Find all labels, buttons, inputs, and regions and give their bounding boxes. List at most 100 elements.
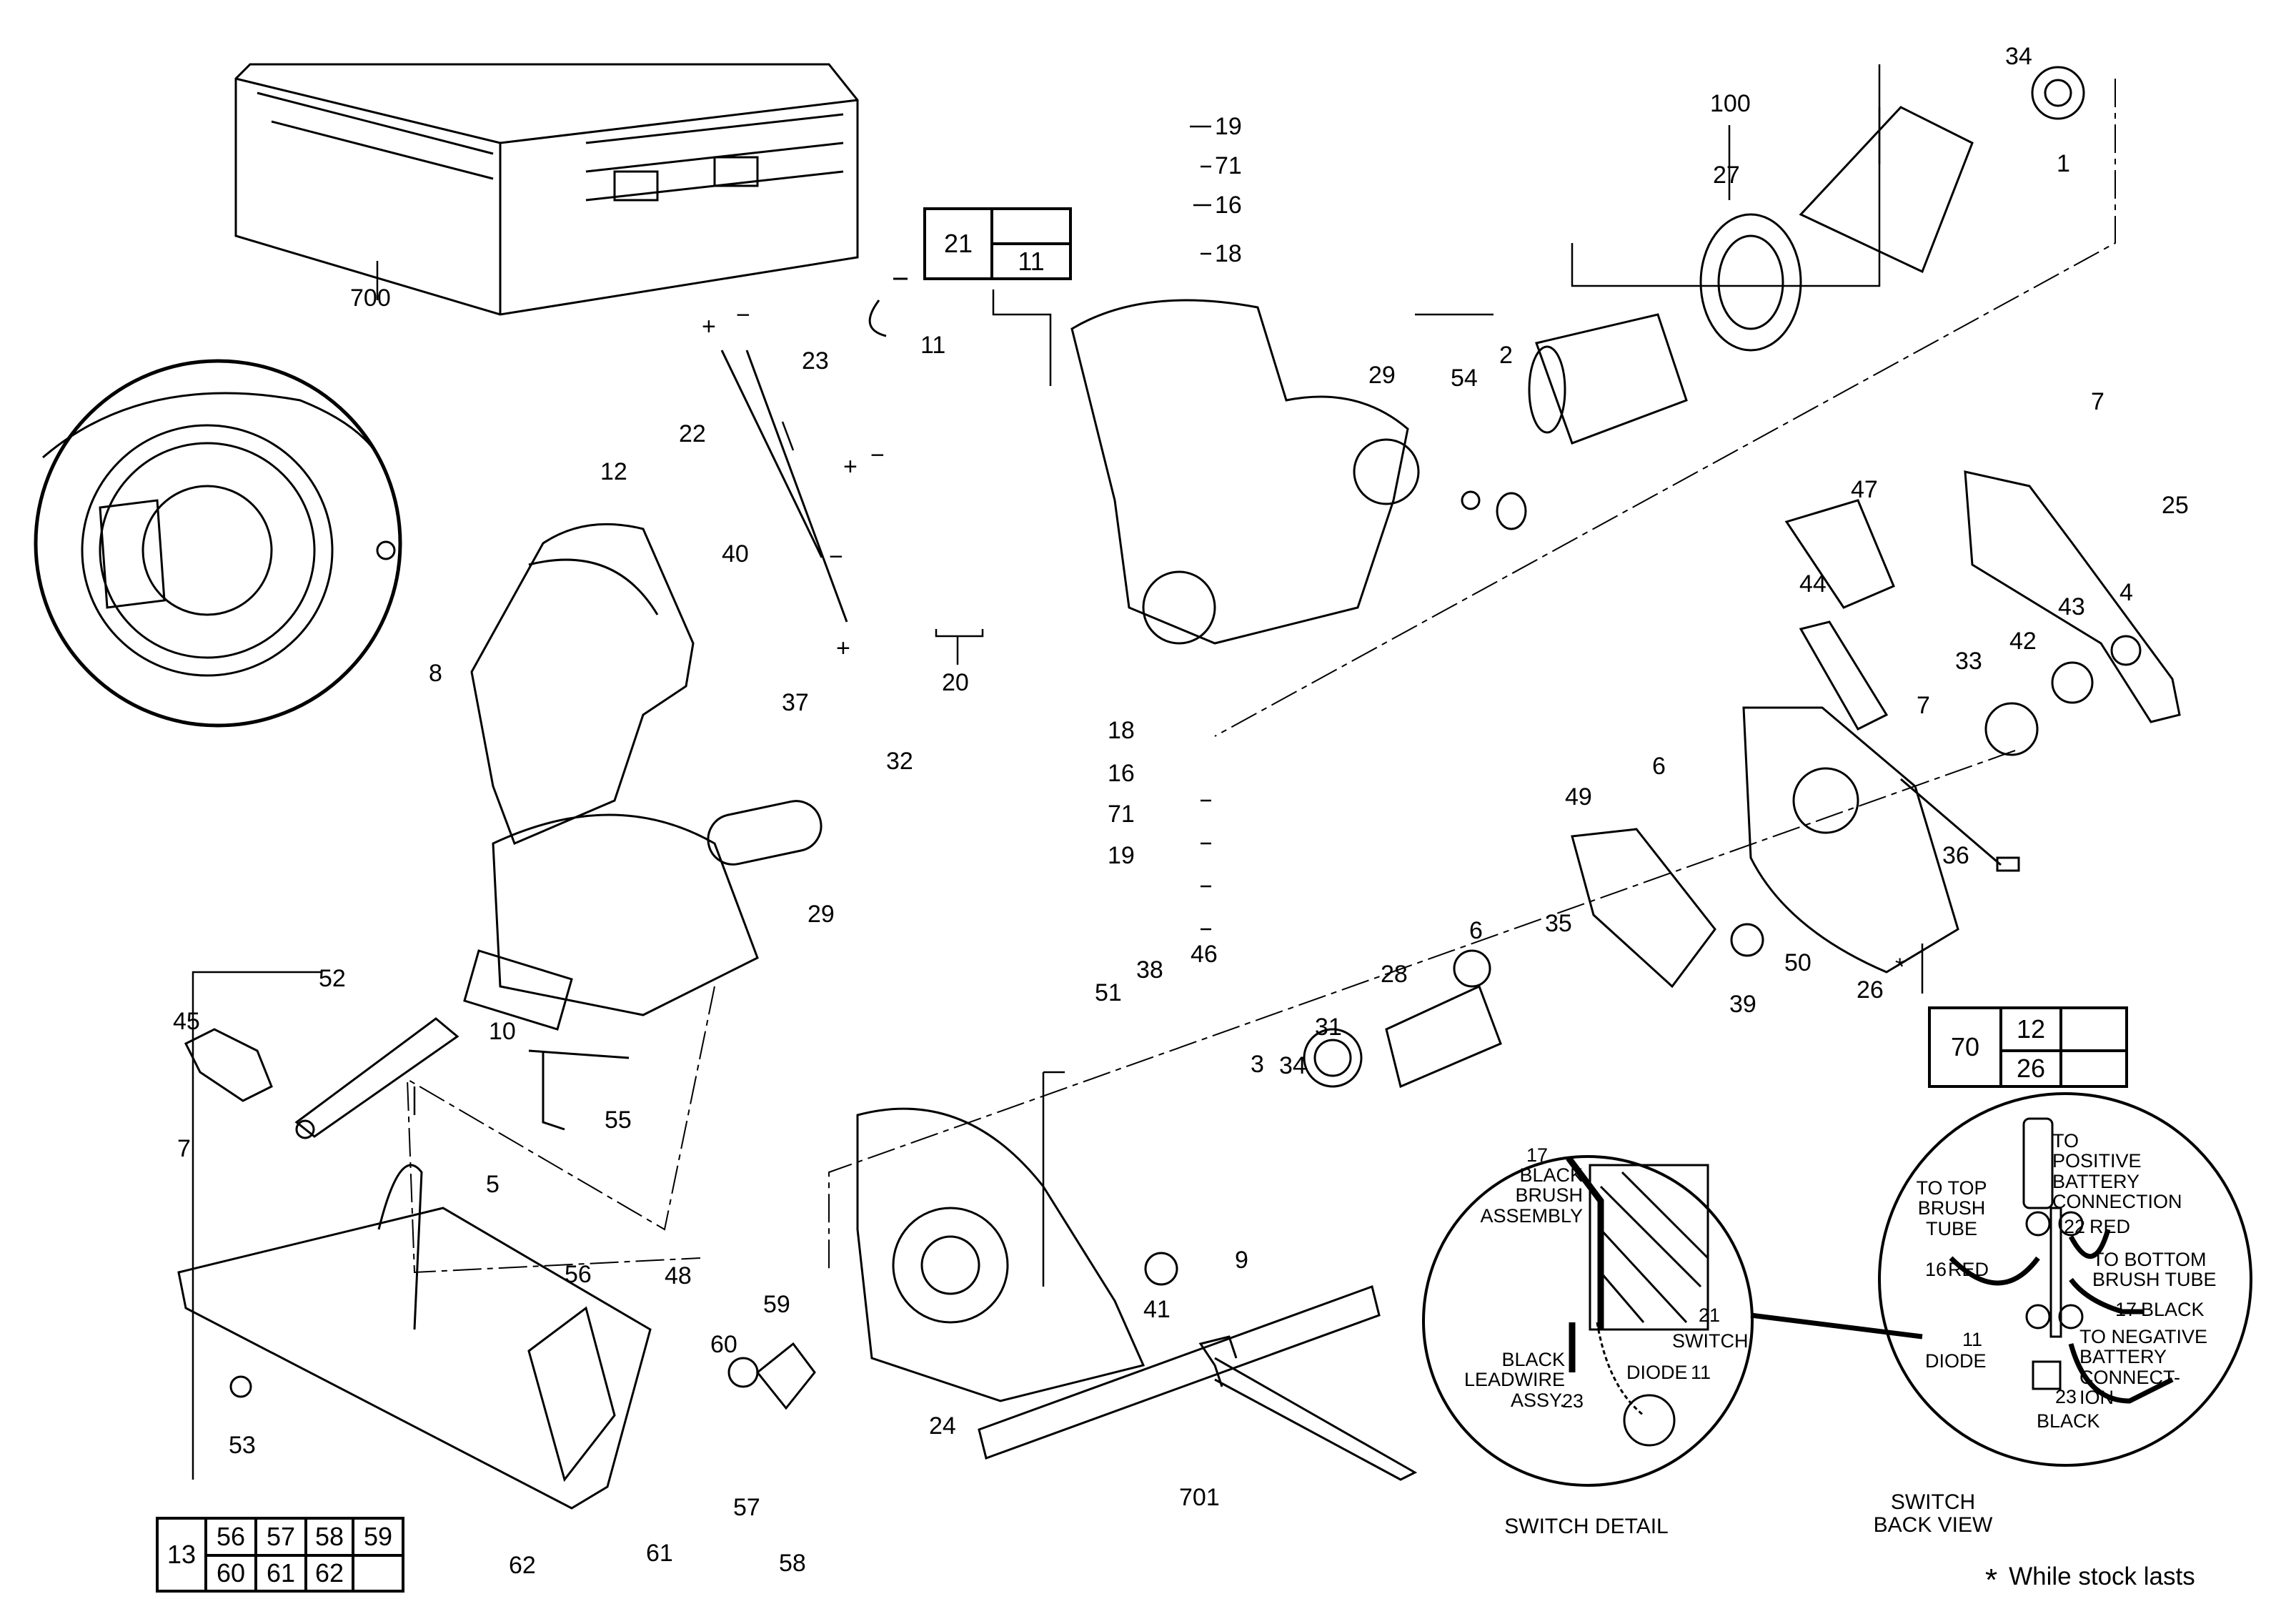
kit-cell bbox=[2059, 1049, 2128, 1088]
kit-cell: 61 bbox=[254, 1554, 307, 1593]
back-view-ref-16: 16 bbox=[1925, 1259, 1947, 1280]
callout-23: 23 bbox=[802, 347, 829, 375]
switch-detail-switch-label: SWITCH bbox=[1672, 1330, 1749, 1352]
back-view-ref-23: 23 bbox=[2055, 1386, 2077, 1407]
callout-26: 26 bbox=[1857, 976, 1884, 1004]
kit-cell: 12 bbox=[1999, 1006, 2062, 1052]
callout-29: 29 bbox=[807, 901, 835, 928]
callout-10: 10 bbox=[489, 1018, 516, 1045]
switch-detail-circle bbox=[1422, 1155, 1923, 1487]
callout-31: 31 bbox=[1315, 1014, 1342, 1041]
callout-71: 71 bbox=[1108, 801, 1135, 828]
switch-detail-ref-11: 11 bbox=[1691, 1362, 1711, 1383]
switch-detail-diode-label: DIODE bbox=[1626, 1362, 1688, 1383]
callout-37: 37 bbox=[782, 689, 809, 716]
back-view-diode-label: DIODE bbox=[1925, 1350, 1987, 1372]
back-view-to-bottom-brush-label: TO BOTTOM BRUSH TUBE bbox=[2092, 1249, 2217, 1291]
callout-16: 16 bbox=[1215, 192, 1242, 219]
callout-36: 36 bbox=[1942, 842, 1969, 869]
callout-60: 60 bbox=[710, 1331, 737, 1358]
callout-58: 58 bbox=[779, 1550, 806, 1577]
callout-56: 56 bbox=[565, 1261, 592, 1288]
callout-20: 20 bbox=[942, 669, 969, 696]
callout-40: 40 bbox=[722, 540, 749, 568]
callout-34: 34 bbox=[1279, 1052, 1306, 1079]
back-view-to-negative-label: TO NEGATIVE BATTERY CONNECT- ION bbox=[2079, 1326, 2208, 1409]
back-view-red-16: RED bbox=[1948, 1259, 1989, 1280]
minus-marker: − bbox=[870, 442, 885, 469]
callout-51: 51 bbox=[1095, 979, 1122, 1006]
callout-32: 32 bbox=[886, 748, 913, 775]
callout-46: 46 bbox=[1191, 941, 1218, 968]
callout-9: 9 bbox=[1235, 1247, 1248, 1274]
callout-8: 8 bbox=[429, 660, 442, 687]
callout-19: 19 bbox=[1108, 842, 1135, 869]
callout-38: 38 bbox=[1136, 956, 1163, 984]
callout-7: 7 bbox=[177, 1135, 191, 1162]
callout-53: 53 bbox=[229, 1432, 256, 1459]
callout-44: 44 bbox=[1799, 570, 1827, 598]
back-view-red-22: RED bbox=[2089, 1216, 2131, 1237]
callout-54: 54 bbox=[1451, 365, 1478, 392]
callout-55: 55 bbox=[605, 1106, 632, 1134]
kit-table-13: 13 56 57 58 59 60 61 62 bbox=[156, 1517, 404, 1593]
back-view-title: SWITCH BACK VIEW bbox=[1873, 1490, 1993, 1537]
callout-4: 4 bbox=[2119, 579, 2133, 606]
kit-cell: 62 bbox=[304, 1554, 354, 1593]
callout-48: 48 bbox=[665, 1262, 692, 1289]
back-view-ref-17: 17 bbox=[2115, 1299, 2137, 1320]
callout-700: 700 bbox=[350, 284, 391, 312]
callout-18: 18 bbox=[1108, 717, 1135, 744]
callout-18: 18 bbox=[1215, 240, 1242, 267]
asterisk-symbol: * bbox=[1985, 1563, 1998, 1598]
kit-table-70: 70 12 26 bbox=[1928, 1006, 2128, 1088]
callout-12: 12 bbox=[600, 458, 627, 485]
callout-49: 49 bbox=[1565, 783, 1592, 811]
kit-cell bbox=[990, 207, 1072, 245]
plus-marker: + bbox=[843, 453, 858, 480]
callout-59: 59 bbox=[763, 1291, 790, 1318]
kit-main-cell: 21 bbox=[923, 207, 993, 280]
callout-7: 7 bbox=[2091, 388, 2104, 415]
back-view-black-17: BLACK bbox=[2141, 1299, 2205, 1320]
callout-19: 19 bbox=[1215, 113, 1242, 140]
switch-detail-ref-23: 23 bbox=[1562, 1390, 1584, 1412]
footnote-text: While stock lasts bbox=[2009, 1563, 2195, 1590]
callout-11: 11 bbox=[920, 332, 946, 359]
back-view-to-top-brush-label: TO TOP BRUSH TUBE bbox=[1916, 1177, 1987, 1239]
callout-62: 62 bbox=[509, 1552, 536, 1579]
plus-marker: + bbox=[702, 313, 716, 340]
callout-25: 25 bbox=[2162, 492, 2189, 519]
plus-marker: + bbox=[836, 635, 850, 662]
kit-cell: 26 bbox=[1999, 1049, 2062, 1088]
callout-43: 43 bbox=[2058, 593, 2085, 620]
switch-detail-black-brush-label: BLACK BRUSH ASSEMBLY bbox=[1480, 1164, 1583, 1227]
callout-61: 61 bbox=[646, 1540, 673, 1567]
callout-42: 42 bbox=[2009, 628, 2037, 655]
callout-16: 16 bbox=[1108, 760, 1135, 787]
callout-24: 24 bbox=[929, 1412, 956, 1440]
callout-3: 3 bbox=[1251, 1051, 1264, 1078]
kit-table-21: 21 11 bbox=[923, 207, 1072, 280]
parts-sketches bbox=[177, 66, 2181, 1510]
footnote: * While stock lasts bbox=[1985, 1563, 2195, 1598]
callout-45: 45 bbox=[173, 1008, 200, 1035]
callout-6: 6 bbox=[1469, 917, 1483, 944]
switch-detail-leadwire-label: BLACK LEADWIRE ASSY. bbox=[1463, 1349, 1565, 1411]
callout-41: 41 bbox=[1143, 1296, 1171, 1323]
callout-47: 47 bbox=[1851, 476, 1878, 503]
back-view-ref-22: 22 bbox=[2064, 1216, 2086, 1237]
callout-29: 29 bbox=[1368, 362, 1396, 389]
callout-52: 52 bbox=[319, 965, 346, 992]
kit-cell bbox=[2059, 1006, 2128, 1052]
kit-cell: 60 bbox=[204, 1554, 257, 1593]
callout-22: 22 bbox=[679, 420, 706, 447]
minus-marker: − bbox=[829, 543, 843, 570]
switch-detail-ref-21: 21 bbox=[1699, 1304, 1721, 1326]
kit-cell: 58 bbox=[304, 1517, 354, 1557]
asterisk-marker: * bbox=[1895, 954, 1905, 981]
callout-701: 701 bbox=[1179, 1484, 1220, 1511]
kit-cell: 57 bbox=[254, 1517, 307, 1557]
kit-cell: 59 bbox=[352, 1517, 404, 1557]
